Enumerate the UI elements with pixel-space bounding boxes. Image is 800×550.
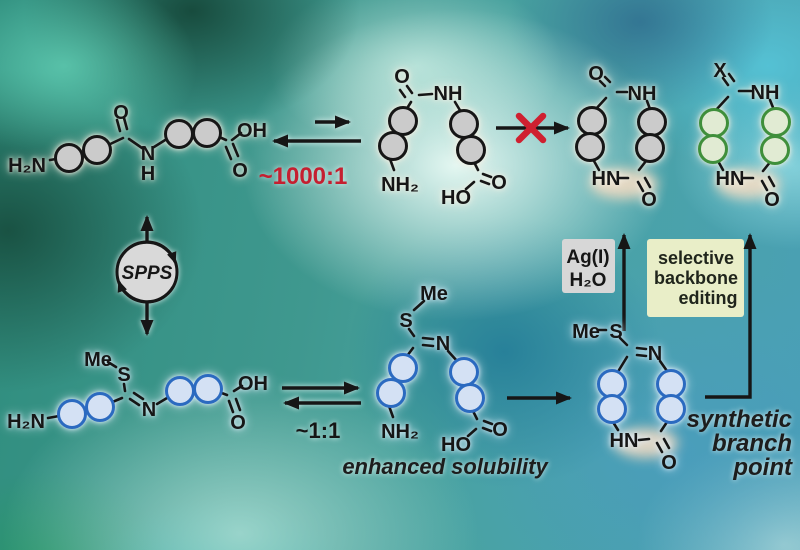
label-o: O	[588, 63, 604, 85]
label-spps: SPPS	[122, 263, 173, 284]
structure-folded-amide: O NH NH₂ O HO	[378, 66, 507, 209]
label-selective: selective	[658, 248, 734, 268]
label-me: Me	[572, 321, 600, 343]
label-x: X	[713, 60, 727, 82]
label-s: S	[399, 310, 412, 332]
label-ho: HO	[441, 434, 471, 456]
label-s: S	[609, 321, 622, 343]
linear-peptide-bonds	[48, 116, 243, 162]
label-nh: NH	[628, 83, 657, 105]
linear-peptide-residues	[54, 118, 222, 173]
amide-glow	[716, 169, 780, 199]
editing-label-box	[647, 239, 744, 317]
structure-linear-thioimidate: H₂N Me S N OH O	[7, 349, 268, 434]
label-hn: HN	[716, 168, 745, 190]
label-n: N	[648, 343, 662, 365]
label-backbone: backbone	[654, 268, 738, 288]
equilibrium-top: ~1000:1	[259, 115, 361, 190]
folded-amide-residues	[378, 106, 486, 165]
caption-enhanced-solubility: enhanced solubility	[342, 454, 549, 479]
hydrolysis-step: Ag(I) H₂O	[562, 233, 631, 331]
amide-glow	[590, 169, 658, 199]
ag-condition-box	[562, 239, 615, 293]
blue-macrocycle-residues	[597, 369, 686, 424]
label-n: N	[142, 399, 156, 421]
label-nh: NH	[434, 83, 463, 105]
structure-blue-macrocycle: Me S N HN O	[572, 321, 686, 474]
structure-linear-peptide: H₂N O N H OH O	[8, 102, 267, 185]
label-o: O	[491, 172, 507, 194]
structure-gray-macrocycle: O NH HN O	[575, 63, 667, 211]
label-o: O	[641, 189, 657, 211]
edited-macrocycle-residues	[698, 107, 791, 165]
spps-cycle: SPPS	[115, 215, 179, 336]
label-nh2: NH₂	[381, 421, 419, 443]
label-h: H	[141, 163, 155, 185]
ratio-top: ~1000:1	[259, 163, 348, 190]
label-s: S	[117, 364, 130, 386]
blue-macrocycle-bonds	[596, 328, 671, 454]
label-editing: editing	[679, 288, 738, 308]
blocked-cyclization-arrow	[496, 112, 570, 144]
ratio-bottom: ~1:1	[296, 418, 341, 443]
folded-thioimidate-residues	[376, 353, 485, 413]
label-o: O	[232, 160, 248, 182]
cycle-arrow-bottom	[117, 279, 175, 304]
label-o: O	[492, 419, 508, 441]
label-ag: Ag(I)	[566, 247, 609, 268]
label-ho: HO	[441, 187, 471, 209]
label-h2o: H₂O	[570, 270, 607, 291]
label-o: O	[764, 189, 780, 211]
label-o: O	[113, 102, 129, 124]
label-me: Me	[420, 283, 448, 305]
linear-thioimidate-residues	[57, 374, 223, 429]
folded-thioimidate-bonds	[387, 299, 494, 438]
label-oh: OH	[237, 120, 267, 142]
label-h2n: H₂N	[7, 411, 45, 433]
label-oh: OH	[238, 373, 268, 395]
label-o: O	[661, 452, 677, 474]
structure-edited-macrocycle: X NH HN O	[698, 60, 791, 211]
label-hn: HN	[592, 168, 621, 190]
caption-line-branch: branch	[712, 430, 792, 457]
label-nh2: NH₂	[381, 174, 419, 196]
folded-amide-bonds	[388, 84, 493, 191]
structure-folded-thioimidate: Me S N NH₂ O HO	[376, 283, 508, 456]
equilibrium-bottom: ~1:1	[282, 381, 361, 443]
label-n: N	[141, 143, 155, 165]
caption-synthetic-branch-point: synthetic branch point	[687, 406, 793, 481]
label-hn: HN	[610, 430, 639, 452]
linear-thioimidate-bonds	[46, 360, 244, 420]
gray-macrocycle-residues	[575, 106, 667, 163]
label-o: O	[394, 66, 410, 88]
label-nh: NH	[751, 82, 780, 104]
label-me: Me	[84, 349, 112, 371]
caption-line-synthetic: synthetic	[687, 406, 792, 433]
caption-line-point: point	[732, 454, 793, 481]
editing-elbow-arrow	[705, 233, 757, 399]
red-cross-icon	[515, 112, 547, 144]
cycle-arrow-top	[119, 240, 177, 265]
label-o: O	[230, 412, 246, 434]
label-h2n: H₂N	[8, 155, 46, 177]
backbone-editing-step: selective backbone editing	[647, 233, 757, 399]
label-n: N	[436, 333, 450, 355]
